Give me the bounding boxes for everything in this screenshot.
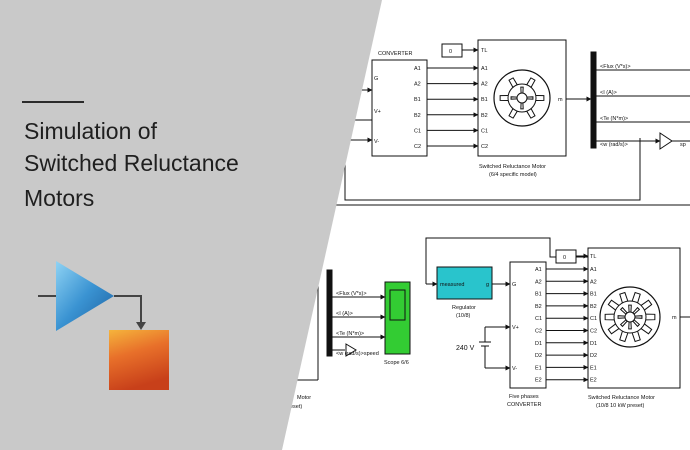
bottom-motor-port-e2: E2 (590, 378, 597, 384)
voltage-label: 240 V (456, 345, 475, 352)
bottom-converter-input-vminus: V- (512, 366, 517, 372)
top-bus-signal-torque: <Te (N*m)> (600, 116, 628, 122)
bottom-converter-output-b1: B1 (535, 292, 542, 298)
scope-caption: Scope 6/6 (384, 360, 409, 366)
top-bus-signal-flux: <Flux (V*s)> (600, 64, 631, 70)
bottom-constant-value: 0 (563, 255, 566, 261)
bottom-motor-caption-2: (10/8 10 kW preset) (596, 403, 644, 409)
bottom-gain-block[interactable] (345, 343, 357, 357)
top-bus-selector[interactable] (590, 51, 597, 149)
cut-caption-1: Motor (297, 395, 311, 401)
bottom-motor-port-d2: D2 (590, 353, 597, 359)
bottom-motor-port-c1: C1 (590, 316, 597, 322)
title-line-1: Simulation of (24, 118, 157, 144)
top-bus-signal-speed: <w (rad/s)> (600, 142, 628, 148)
bottom-model (295, 204, 690, 389)
bottom-converter-output-c1: C1 (535, 316, 542, 322)
bottom-bus-selector[interactable] (326, 269, 333, 357)
bottom-bus-signal-torque: <Te (N*m)> (336, 331, 364, 337)
top-bus-signal-current: <I (A)> (600, 90, 617, 96)
regulator-caption-2: (10/8) (456, 313, 471, 319)
top-converter-input-g: G (374, 76, 378, 82)
bottom-converter-input-vplus: V+ (512, 325, 519, 331)
top-motor-rotor-icon (493, 69, 551, 127)
bottom-converter-output-a1: A1 (535, 267, 542, 273)
bottom-motor-port-d1: D1 (590, 341, 597, 347)
bottom-bus-signal-current: <I (A)> (336, 311, 353, 317)
bottom-motor-port-a2: A2 (590, 279, 597, 285)
regulator-block[interactable] (436, 266, 493, 300)
bottom-converter-output-d2: D2 (535, 353, 542, 359)
top-converter-output-b2: B2 (414, 113, 421, 119)
top-motor-port-m: m (558, 97, 563, 103)
bottom-motor-caption-1: Switched Reluctance Motor (588, 395, 655, 401)
title-rule (22, 101, 84, 103)
bottom-motor-port-c2: C2 (590, 329, 597, 335)
top-motor-block[interactable] (477, 39, 567, 157)
top-motor-port-c2: C2 (481, 144, 488, 150)
bottom-motor-port-e1: E1 (590, 365, 597, 371)
top-motor-port-c1: C1 (481, 128, 488, 134)
top-motor-port-tl: TL (481, 48, 487, 54)
bottom-motor-port-m: m (672, 315, 677, 321)
bottom-converter-output-e1: E1 (535, 365, 542, 371)
bottom-converter-output-d1: D1 (535, 341, 542, 347)
bottom-converter-output-c2: C2 (535, 329, 542, 335)
top-constant-value: 0 (449, 49, 452, 55)
top-converter-block[interactable] (371, 59, 428, 157)
top-motor-port-b1: B1 (481, 97, 488, 103)
bottom-motor-port-tl: TL (590, 254, 596, 260)
bottom-converter-output-b2: B2 (535, 304, 542, 310)
top-converter-output-a2: A2 (414, 82, 421, 88)
top-converter-input-vminus: V- (374, 139, 379, 145)
bottom-motor-port-b1: B1 (590, 292, 597, 298)
top-motor-caption-2: (6/4 specific model) (489, 172, 537, 178)
top-converter-output-c2: C2 (414, 144, 421, 150)
simulink-amplifier-block-icon (38, 261, 169, 390)
bottom-converter-output-e2: E2 (535, 378, 542, 384)
top-motor-port-b2: B2 (481, 113, 488, 119)
regulator-caption-1: Regulator (452, 305, 476, 311)
top-gain-block[interactable] (659, 132, 673, 150)
top-converter-output-b1: B1 (414, 97, 421, 103)
bottom-converter-output-a2: A2 (535, 279, 542, 285)
top-motor-port-a2: A2 (481, 82, 488, 88)
bottom-motor-port-a1: A1 (590, 267, 597, 273)
bottom-converter-input-g: G (512, 282, 516, 288)
bottom-bus-signal-flux: <Flux (V*s)> (336, 291, 367, 297)
top-converter-input-vplus: V+ (374, 109, 381, 115)
converter-caption-2: CONVERTER (507, 402, 541, 408)
bottom-motor-port-b2: B2 (590, 304, 597, 310)
scope-screen (389, 289, 406, 321)
title-line-2: Switched Reluctance (24, 150, 239, 176)
regulator-input-label: measured (440, 282, 464, 288)
top-motor-port-a1: A1 (481, 66, 488, 72)
top-converter-title: CONVERTER (378, 51, 412, 57)
cut-caption-2: eset) (290, 404, 302, 410)
converter-caption-1: Five phases (509, 394, 539, 400)
top-converter-output-c1: C1 (414, 128, 421, 134)
bottom-motor-rotor-icon (599, 286, 661, 348)
top-converter-output-a1: A1 (414, 66, 421, 72)
title-line-3: Motors (24, 185, 95, 211)
bottom-speed-label: <w (rad/s)>speed (336, 351, 379, 357)
top-trailing-label: sp (680, 142, 686, 148)
five-phase-converter-block[interactable] (509, 261, 547, 389)
regulator-output-label: g (486, 282, 489, 288)
top-motor-caption-1: Switched Reluctance Motor (479, 164, 546, 170)
bottom-motor-block[interactable] (587, 247, 681, 389)
top-model (344, 39, 690, 201)
